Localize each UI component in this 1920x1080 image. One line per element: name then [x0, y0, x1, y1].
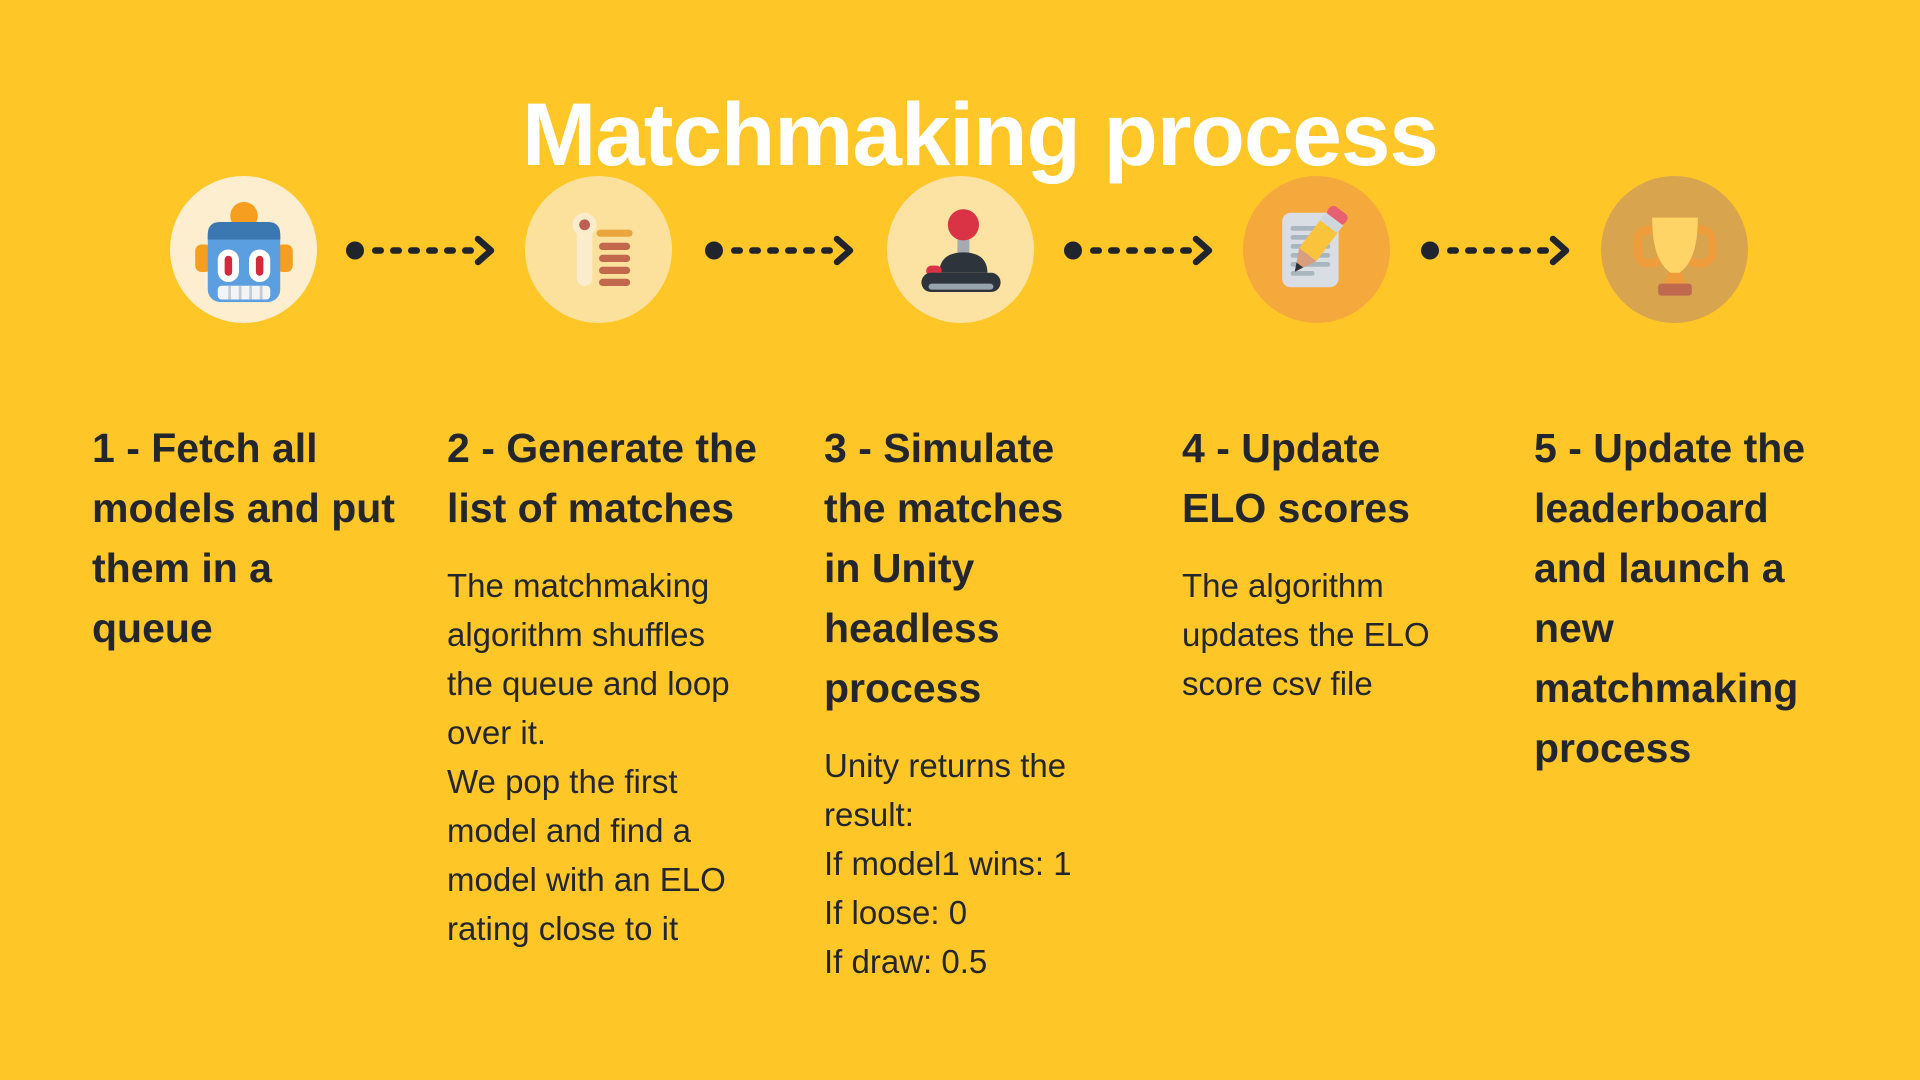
- step-5-text: 5 - Update the leaderboard and launch a …: [1534, 400, 1884, 819]
- trophy-icon: [1633, 217, 1716, 296]
- step-5-heading: 5 - Update the leaderboard and launch a …: [1534, 425, 1806, 771]
- step-3-text: 3 - Simulate the matches in Unity headle…: [824, 400, 1154, 1004]
- step-4-text: 4 - Update ELO scores The algorithm upda…: [1182, 400, 1512, 726]
- step-2-body: The matchmaking algorithm shuffles the q…: [447, 567, 730, 947]
- step-3-heading: 3 - Simulate the matches in Unity headle…: [824, 425, 1064, 711]
- step-1-heading: 1 - Fetch all models and put them in a q…: [92, 425, 395, 651]
- step-4-circle: [1243, 176, 1390, 323]
- robot-icon: [194, 202, 293, 302]
- flow-arrow-3: [1064, 232, 1214, 269]
- step-3-body: Unity returns the result: If model1 wins…: [824, 747, 1072, 980]
- step-2-text: 2 - Generate the list of matches The mat…: [447, 400, 807, 971]
- joystick-icon: [920, 208, 1001, 292]
- match-list-icon: [572, 212, 633, 286]
- step-5-circle: [1601, 176, 1748, 323]
- page-title: Matchmaking process: [522, 83, 1439, 184]
- memo-pencil-icon: [1281, 205, 1348, 287]
- flow-arrow-2: [705, 232, 855, 269]
- step-4-heading: 4 - Update ELO scores: [1182, 425, 1410, 531]
- step-2-heading: 2 - Generate the list of matches: [447, 425, 757, 531]
- step-2-circle: [525, 176, 672, 323]
- flow-arrow-4: [1421, 232, 1571, 269]
- flow-arrow-1: [346, 232, 496, 269]
- dashed-arrow-icon: [346, 235, 495, 266]
- step-1-circle: [170, 176, 317, 323]
- dashed-arrow-icon: [1064, 235, 1213, 266]
- step-3-circle: [887, 176, 1034, 323]
- dashed-arrow-icon: [705, 235, 854, 266]
- step-4-body: The algorithm updates the ELO score csv …: [1182, 567, 1430, 702]
- step-1-text: 1 - Fetch all models and put them in a q…: [92, 400, 452, 699]
- dashed-arrow-icon: [1421, 235, 1570, 266]
